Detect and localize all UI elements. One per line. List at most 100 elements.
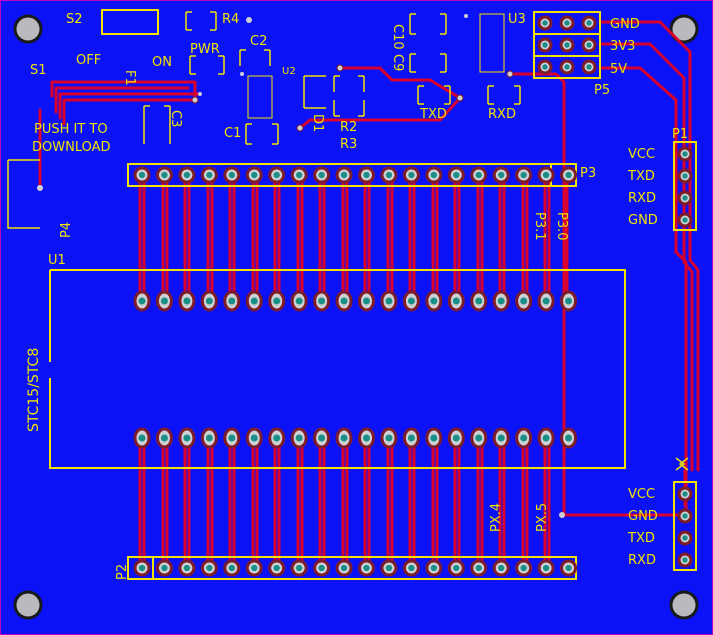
u1-pad-bottom-hole (160, 434, 168, 442)
mount-hole-tl (13, 14, 43, 44)
off-label: OFF (76, 53, 101, 68)
bottom-header-pad-hole (682, 491, 688, 497)
push-label-line1: PUSH IT TO (34, 122, 108, 137)
u1-pad-bottom-hole (520, 434, 528, 442)
bottom-pin-label: VCC (628, 487, 655, 502)
u1-pad-top-hole (340, 297, 348, 305)
p2-pad-hole (542, 564, 550, 572)
p2-pad-hole (228, 564, 235, 572)
p1-pin-label: TXD (627, 169, 655, 184)
p3-designator: P3 (580, 166, 596, 181)
u1-pad-bottom-hole (340, 434, 348, 442)
u1-pad-bottom-hole (183, 434, 191, 442)
u1-pad-bottom-hole (452, 434, 460, 442)
u1-pad-bottom-hole (497, 434, 505, 442)
px5-label: PX.5 (535, 503, 550, 532)
bottom-pin-labels: VCC GND TXD RXD (627, 487, 658, 568)
p1-pin-label: VCC (628, 147, 655, 162)
p2-designator: P2 (115, 564, 130, 580)
p3-pad-hole (363, 171, 370, 179)
p5-pad-hole (542, 20, 548, 26)
u1-pad-top-hole (273, 297, 281, 305)
u1-pad-bottom-hole (565, 434, 573, 442)
push-label-line2: DOWNLOAD (32, 140, 111, 155)
p2-pad-hole (161, 564, 168, 572)
p3-pad-hole (138, 171, 146, 179)
u1-designator: U1 (48, 253, 66, 268)
u1-pad-top-hole (228, 297, 236, 305)
p3-pad-hole (228, 171, 235, 179)
p3-pad-hole (206, 171, 213, 179)
p2-pad-hole (206, 564, 213, 572)
p5-pin-labels: GND 3V3 5V (610, 17, 640, 77)
silkscreen (7, 9, 697, 580)
p3-pad-hole (408, 171, 415, 179)
r4-designator: R4 (222, 12, 239, 27)
u1-pad-bottom-hole (542, 434, 550, 442)
p1-pin-label: RXD (628, 191, 656, 206)
p3-pad-hole (542, 171, 550, 179)
txd-top-label: TXD (419, 107, 447, 122)
p1-pad-hole (682, 195, 688, 201)
p2-pad-hole (251, 564, 258, 572)
s2-designator: S2 (66, 12, 83, 27)
c3-designator: C3 (168, 110, 183, 127)
u1-pad-bottom-hole (385, 434, 393, 442)
p2-pad-hole (408, 564, 415, 572)
mount-hole-bl (13, 590, 43, 620)
p3-pad-hole (520, 171, 527, 179)
u1-pad-top-hole (497, 297, 505, 305)
u1-pad-top-hole (363, 297, 370, 305)
p1-pin-labels: VCC TXD RXD GND (627, 147, 658, 228)
p3-pad-hole (498, 171, 505, 179)
vias (37, 14, 565, 518)
px4-label: PX.4 (489, 503, 504, 532)
p5-pad-hole (586, 64, 592, 70)
p1-outline (673, 141, 697, 231)
p3-pad-hole (340, 171, 348, 179)
mcu-label: STC15/STC8 (26, 348, 42, 432)
mount-hole-tr (669, 14, 699, 44)
p5-designator: P5 (594, 83, 610, 98)
c10-designator: C10 (390, 24, 405, 50)
p5-pad-hole (586, 20, 592, 26)
on-label: ON (152, 55, 172, 70)
p1-pad-hole (682, 173, 688, 179)
p5-pin-label: GND (610, 17, 640, 32)
c9-designator: C9 (390, 54, 405, 71)
p1-designator: P1 (672, 127, 688, 142)
u1-pad-top-hole (205, 297, 213, 305)
d1-designator: D1 (310, 114, 325, 132)
p2-pad-hole (318, 564, 325, 572)
p5-pin-label: 5V (610, 62, 627, 77)
mounting-holes (13, 14, 699, 620)
u1-pad-bottom-hole (430, 434, 438, 442)
p4-designator: P4 (59, 222, 74, 238)
pads (133, 15, 693, 577)
s1-designator: S1 (30, 63, 47, 78)
u1-pad-bottom-hole (228, 434, 236, 442)
u1-pad-top-hole (183, 297, 191, 305)
u1-pad-bottom-hole (295, 434, 303, 442)
u1-pad-top-hole (250, 297, 258, 305)
p30-label: P3.0 (554, 212, 569, 241)
u1-pad-bottom-hole (318, 434, 326, 442)
p1-pin-label: GND (628, 213, 658, 228)
u1-pad-top-hole (475, 297, 483, 305)
f1-designator: F1 (122, 70, 137, 86)
c2-designator: C2 (250, 34, 267, 49)
c1-designator: C1 (224, 126, 241, 141)
p5-pad-hole (564, 42, 570, 48)
p2-pad-hole (565, 564, 572, 572)
p3-pad-hole (430, 171, 437, 179)
mount-hole-br (669, 590, 699, 620)
p3-pad-hole (251, 171, 258, 179)
p5-pin-label: 3V3 (610, 39, 635, 54)
u1-pad-bottom-hole (407, 434, 415, 442)
u1-pad-top-hole (520, 297, 528, 305)
u1-pad-top-hole (542, 297, 550, 305)
p3-pad-hole (161, 171, 168, 179)
p3-pad-hole (385, 171, 393, 179)
